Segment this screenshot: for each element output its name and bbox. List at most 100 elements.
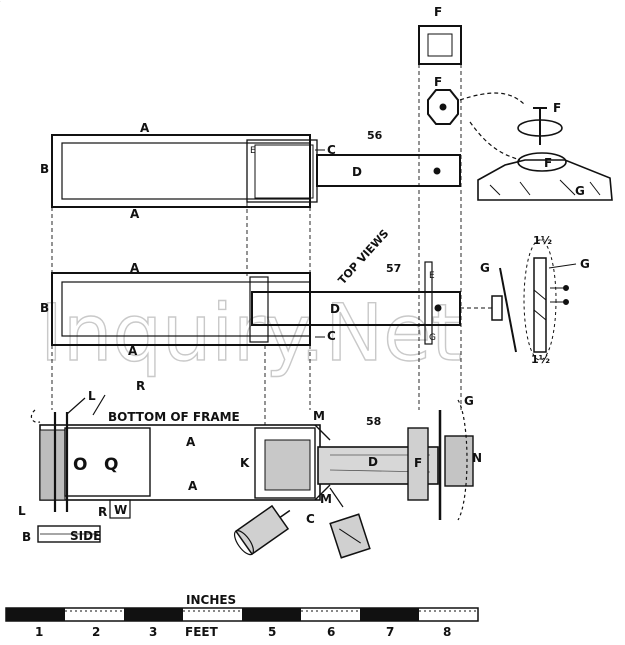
label-f-disk-2: F [544, 156, 552, 170]
label-m-top: M [313, 409, 325, 423]
label-n-58: N [472, 451, 482, 465]
octagon-f [427, 89, 459, 125]
arc-l [30, 409, 41, 423]
label-a-top-56: A [140, 121, 150, 135]
pointer-l [66, 397, 86, 415]
figure-number-57: 57 [386, 262, 401, 275]
octagon-center [439, 103, 447, 111]
bevel-m [314, 424, 331, 501]
label-d-58: D [368, 455, 378, 469]
label-g-detail: G [580, 257, 590, 271]
arc-g-58 [457, 399, 468, 521]
figure-number-58: 58 [366, 415, 381, 428]
square-f-inner [427, 33, 453, 57]
fraction-top: 1½ [533, 234, 552, 247]
label-w-small: W [114, 503, 127, 517]
scale-bar [5, 607, 479, 622]
scale-num-5: 5 [268, 625, 276, 639]
rod-g-57 [499, 267, 517, 353]
label-g-base: G [575, 184, 585, 198]
square-f [418, 25, 462, 65]
side-label: SIDE [70, 529, 101, 543]
scale-segment-1 [6, 608, 65, 621]
pivot-57 [434, 304, 442, 312]
small-w [109, 499, 131, 519]
inches-label: INCHES [186, 593, 236, 607]
pivot-56 [433, 167, 441, 175]
post-57 [424, 261, 433, 345]
detail-ellipse-g [523, 239, 557, 361]
scale-segment-7 [360, 608, 419, 621]
watermark: Inquiry.Net [40, 289, 462, 379]
label-b-side: B [22, 530, 31, 544]
panel-oq [64, 427, 151, 497]
scale-num-4: 4 [0, 1, 1, 3]
scale-num-8: 8 [443, 625, 451, 639]
label-c-57: C [327, 329, 336, 343]
label-d-57: D [330, 302, 340, 316]
loose-piece-1 [233, 504, 291, 556]
block-k [254, 427, 316, 499]
label-b-57: B [40, 301, 49, 315]
figure-56 [51, 134, 461, 208]
pointer-m-bottom [329, 487, 344, 508]
end-block-58 [39, 429, 66, 501]
label-g-57-post: G [429, 333, 436, 343]
loose-piece-2 [329, 513, 371, 559]
scale-num-3: 3 [149, 625, 157, 639]
label-a-bottom-56: A [130, 207, 140, 221]
slide-block-56 [246, 139, 318, 203]
slide-inner-56 [254, 144, 314, 199]
label-c-58: C [306, 512, 315, 526]
construction-lines [51, 64, 462, 425]
label-r-small: R [98, 505, 107, 519]
arm-d-56 [316, 154, 461, 187]
arrow-octagon-2 [469, 121, 521, 161]
side-piece [37, 525, 101, 543]
frame-inner-57 [61, 281, 311, 337]
label-f-disk: F [553, 101, 561, 115]
slide-block-57 [249, 276, 269, 343]
f-details [418, 25, 613, 201]
label-a-top-58: A [186, 435, 196, 449]
label-g-57: G [480, 261, 490, 275]
label-a-bottom-58: A [188, 479, 198, 493]
arrow-octagon [459, 92, 526, 106]
top-views-label: TOP VIEWS [336, 227, 392, 287]
pointer-r [92, 394, 106, 416]
block-n [444, 435, 474, 487]
frame-inner-56 [61, 142, 311, 200]
scale-num-6: 6 [327, 625, 335, 639]
fraction-bottom: 1½ [531, 353, 550, 366]
label-a-top-57: A [130, 261, 140, 275]
disk-f-bottom [517, 152, 567, 172]
detail-dot-2 [563, 299, 569, 305]
detail-leaders [550, 287, 564, 303]
label-f-square: F [434, 5, 442, 19]
label-o-58: O [73, 455, 87, 475]
label-l-side: L [18, 504, 26, 518]
scale-num-2: 2 [92, 625, 100, 639]
pointer-g-detail [548, 263, 577, 269]
detail-hatch-g [533, 289, 547, 321]
scale-num-1: 1 [35, 625, 43, 639]
figure-number-56: 56 [367, 129, 383, 142]
label-f-58: F [414, 456, 422, 470]
post-f-58 [407, 427, 429, 501]
scale-num-7: 7 [386, 625, 394, 639]
label-k-58: K [240, 456, 250, 470]
label-g-58: G [464, 394, 474, 408]
frame-outer-56 [51, 134, 311, 208]
figure-58 [30, 394, 474, 559]
label-e-57: E [429, 271, 435, 281]
detail-dot-1 [563, 285, 569, 291]
base-hatch [489, 179, 601, 196]
feet-label: FEET [185, 625, 219, 639]
label-e-56: E [250, 146, 256, 156]
label-q-58: Q [104, 455, 118, 475]
label-a-bottom-57: A [128, 344, 138, 358]
base-block-g [477, 159, 613, 201]
label-d-56: D [352, 165, 362, 179]
